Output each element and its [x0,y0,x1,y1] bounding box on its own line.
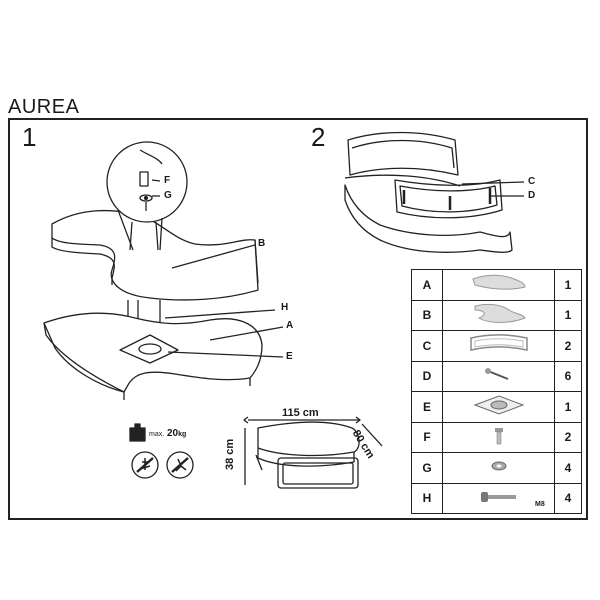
m8-bolt-icon [479,491,519,508]
part-qty: 2 [554,330,582,362]
part-picture [442,391,555,423]
step-1-number: 1 [22,122,37,152]
no-sitting-icon [166,451,194,479]
part-picture: M8 [442,482,555,514]
part-key: C [411,330,443,362]
parts-row-h: H M8 4 [411,482,582,514]
label-e: E [286,351,293,362]
part-qty: 6 [554,360,582,392]
part-picture [442,330,555,362]
part-key: A [411,269,443,301]
max-load-prefix: max. [149,431,165,438]
bolt-icon [492,427,506,449]
part-note: M8 [535,500,545,508]
detail-magnifier [106,141,188,251]
part-key: H [411,482,443,514]
weight-icon [129,423,146,442]
part-qty: 1 [554,299,582,331]
top-board-icon [469,275,529,296]
part-key: D [411,360,443,392]
table-assembled-step-2 [344,131,513,253]
part-key: F [411,421,443,453]
swivel-plate-icon [469,395,529,420]
part-qty: 2 [554,421,582,453]
label-c: C [528,176,536,187]
frame-icon [467,334,531,357]
part-picture [442,360,555,392]
no-standing-icon [131,451,159,479]
label-f: F [164,175,171,186]
dimension-drawing [243,416,383,489]
dimension-height: 38 cm [224,438,236,470]
part-key: E [411,391,443,423]
part-picture [442,299,555,331]
page-title: AUREA [8,96,80,118]
label-h: H [281,302,289,313]
part-picture [442,421,555,453]
max-load-value: 20 [166,428,179,439]
part-qty: 4 [554,452,582,484]
screw-icon [484,367,514,386]
part-qty: 4 [554,482,582,514]
part-picture [442,452,555,484]
max-load-text: max. 20kg [149,428,186,439]
part-qty: 1 [554,269,582,301]
upper-board-b [51,209,259,301]
washer-icon [490,461,508,476]
part-qty: 1 [554,391,582,423]
max-load-unit: kg [178,431,187,438]
part-key: B [411,299,443,331]
label-a: A [286,320,294,331]
instruction-frame [8,118,588,520]
label-b: B [258,238,266,249]
upper-board-icon [469,303,529,329]
part-picture [442,269,555,301]
swivel-plate-e [119,334,179,364]
label-d: D [528,190,536,201]
part-key: G [411,452,443,484]
step-2-number: 2 [311,122,326,152]
label-g: G [164,190,172,201]
dimension-width: 115 cm [282,407,319,419]
